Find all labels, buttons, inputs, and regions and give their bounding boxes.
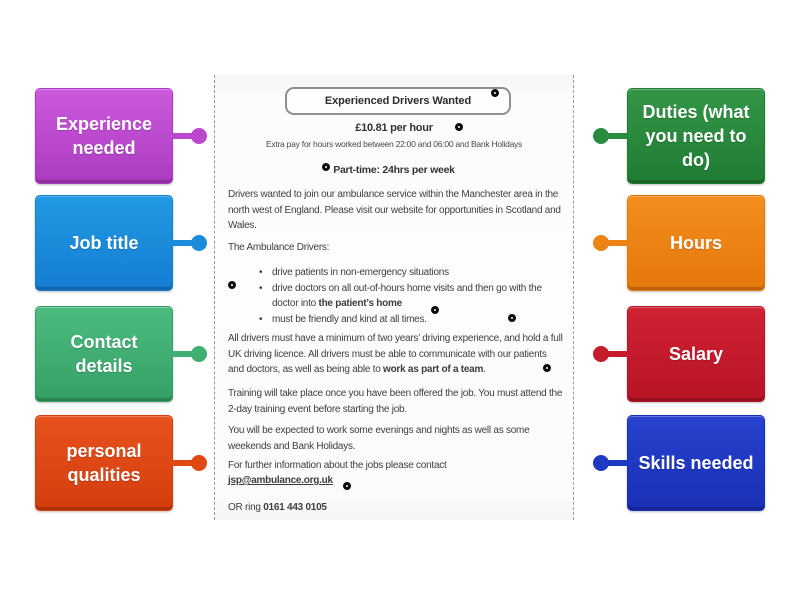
label-text: Skills needed	[638, 453, 754, 473]
connector-dot	[593, 235, 609, 251]
answer-marker[interactable]	[454, 122, 463, 131]
duty-item: must be friendly and kind at all times.	[259, 312, 564, 328]
answer-marker[interactable]	[507, 313, 516, 322]
advert-title-box: Experienced Drivers Wanted	[285, 87, 511, 115]
connector-dot	[191, 235, 207, 251]
connector-line	[170, 460, 196, 466]
label-experience-needed[interactable]: Experience needed	[35, 88, 207, 184]
answer-marker[interactable]	[490, 88, 499, 97]
job-advert-scan: Experienced Drivers Wanted £10.81 per ho…	[214, 75, 574, 520]
pay-rate: £10.81 per hour	[355, 122, 433, 134]
connector-dot	[191, 455, 207, 471]
connector-line	[604, 460, 630, 466]
label-skills-needed[interactable]: Skills needed	[593, 415, 765, 511]
connector-dot	[191, 346, 207, 362]
schedule-paragraph: You will be expected to work some evenin…	[228, 425, 530, 452]
list-heading: The Ambulance Drivers:	[228, 242, 330, 253]
label-text: Salary	[668, 344, 724, 364]
label-duties[interactable]: Duties (what you need to do)	[593, 88, 765, 184]
label-text: Contact details	[70, 332, 138, 376]
advert-title: Experienced Drivers Wanted	[324, 95, 472, 107]
connector-line	[170, 351, 196, 357]
connector-dot	[593, 128, 609, 144]
answer-marker[interactable]	[321, 162, 330, 171]
label-hours[interactable]: Hours	[593, 195, 765, 291]
phone-line: OR ring 0161 443 0105	[228, 502, 327, 513]
connector-line	[604, 351, 630, 357]
experience-paragraph: All drivers must have a minimum of two y…	[228, 333, 563, 375]
label-job-title[interactable]: Job title	[35, 195, 207, 291]
part-time-line: Part-time: 24hrs per week	[333, 164, 455, 176]
label-personal-qualities[interactable]: personal qualities	[35, 415, 207, 511]
connector-line	[170, 240, 196, 246]
connector-line	[604, 133, 630, 139]
connector-dot	[593, 346, 609, 362]
answer-marker[interactable]	[542, 363, 551, 372]
connector-line	[604, 240, 630, 246]
connector-dot	[593, 455, 609, 471]
answer-marker[interactable]	[227, 280, 236, 289]
label-text: Hours	[669, 233, 722, 253]
label-text: Job title	[69, 233, 139, 253]
label-contact-details[interactable]: Contact details	[35, 306, 207, 402]
answer-marker[interactable]	[342, 481, 351, 490]
pay-note: Extra pay for hours worked between 22:00…	[265, 139, 523, 149]
duties-list: drive patients in non-emergency situatio…	[228, 265, 564, 327]
label-text: Experience needed	[55, 114, 153, 158]
answer-marker[interactable]	[430, 305, 439, 314]
connector-line	[170, 133, 196, 139]
label-text: Duties (what you need to do)	[642, 102, 750, 170]
label-text: personal qualities	[66, 441, 142, 485]
training-paragraph: Training will take place once you have b…	[228, 388, 563, 415]
contact-line: For further information about the jobs p…	[228, 460, 447, 471]
intro-paragraph: Drivers wanted to join our ambulance ser…	[228, 189, 561, 231]
duty-item: drive doctors on all out-of-hours home v…	[259, 281, 564, 312]
contact-email: jsp@ambulance.org.uk	[228, 475, 333, 486]
duty-item: drive patients in non-emergency situatio…	[259, 265, 564, 281]
label-salary[interactable]: Salary	[593, 306, 765, 402]
connector-dot	[191, 128, 207, 144]
